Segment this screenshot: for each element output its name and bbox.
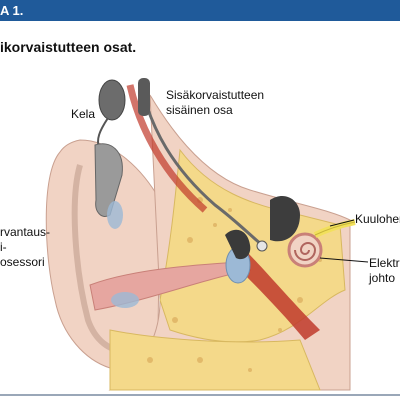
internal-receiver (138, 78, 150, 116)
label-processor-line1: rvantaus- (0, 225, 51, 239)
label-hearing-nerve: Kuuloherm (355, 212, 400, 226)
label-internal-part-line1: Sisäkorvaistutteen (166, 88, 265, 102)
cochlea (287, 232, 323, 268)
figure-header-bar: A 1. (0, 0, 400, 21)
label-processor-line2: i- (0, 240, 7, 254)
ear-fold (71, 164, 126, 354)
coil (98, 79, 126, 121)
lower-bone (109, 329, 321, 391)
label-internal-part-line2: sisäinen osa (166, 103, 233, 117)
red-tube (235, 250, 320, 340)
ossicles (225, 229, 251, 260)
label-internal-part: Sisäkorvaistutteen sisäinen osa (166, 88, 264, 118)
label-processor-line3: osessori (0, 255, 45, 269)
electrode-lead (138, 79, 263, 247)
cochlea-spiral (294, 242, 317, 261)
red-vessel (126, 84, 208, 213)
bone-texture (147, 197, 322, 372)
hearing-nerve-outline (314, 221, 356, 236)
inner-ear-cavity (270, 195, 300, 242)
label-speech-processor: rvantaus- i- osessori (0, 225, 50, 270)
blue-part-2 (111, 292, 139, 308)
electrode-pointer (319, 257, 369, 263)
label-electrode-line2: johto (369, 271, 396, 285)
label-electrode: Elektro johto (369, 256, 400, 286)
figure-label: A 1. (0, 3, 24, 18)
nerve-pointer (329, 219, 355, 227)
bottom-rule (0, 394, 400, 396)
label-electrode-line1: Elektro (369, 256, 400, 270)
ossicle-2 (256, 240, 268, 252)
blue-part-3 (107, 201, 123, 229)
figure-title: ikorvaistutteen osat. (0, 39, 137, 55)
label-coil: Kela (71, 107, 96, 121)
